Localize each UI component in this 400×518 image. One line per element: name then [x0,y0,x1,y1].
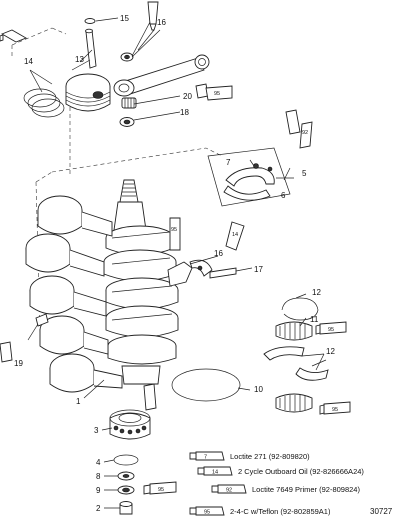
legend-text-loctite-7649: Loctite 7649 Primer (92-809824) [252,485,360,494]
lower-bearing-sleeve [119,501,133,515]
callout-19: 19 [14,359,23,368]
needle-bearing-upper [275,321,313,341]
tube-right-bearing-lower: 95 [319,401,351,415]
tube-label-95-lower: 95 [158,487,164,493]
legend-code-95: 95 [204,510,210,516]
tube-pair-right: 92 [285,109,313,149]
legend-item-2-cycle-oil: 14 2 Cycle Outboard Oil (92-826666A24) [197,466,364,476]
legend-item-loctite-7649: 92 Loctite 7649 Primer (92-809824) [211,484,360,494]
needle-bearing-small [121,97,137,109]
piston-top [65,73,111,112]
piston-engine-2 [25,233,105,277]
callout-2: 2 [96,504,101,513]
callout-20: 20 [183,92,192,101]
lower-seal [117,485,135,495]
legend: 7 Loctite 271 (92-809820) 14 2 Cycle Out… [189,451,364,516]
tube-center-right: 14 [225,221,245,251]
legend-code-92: 92 [226,488,232,494]
tube-label-95-right-upper: 95 [328,327,334,333]
tube-label-95-top: 95 [214,91,220,97]
piston-engine-5 [49,353,123,393]
seal-ring-large [171,368,241,402]
callout-18: 18 [180,108,189,117]
tube-label-95-center: 95 [171,227,177,233]
tube-label-92: 92 [302,130,308,136]
legend-code-14: 14 [212,470,218,476]
callout-16-center: 16 [214,249,223,258]
connecting-rod-cap [167,259,237,287]
legend-item-2-4-c-teflon: 95 2-4-C w/Teflon (92-802859A1) [189,506,331,516]
tube-lower-seal: 95 [143,481,177,495]
bearing-cage-box [207,147,291,207]
legend-text-2-cycle-oil: 2 Cycle Outboard Oil (92-826666A24) [238,467,364,476]
tube-right-upper: 95 [195,83,233,101]
callout-6: 6 [281,191,286,200]
needle-bearing-lower [275,393,313,413]
bearing-race-halves [263,346,329,381]
callout-8: 8 [96,472,101,481]
wrist-pin [85,28,97,69]
legend-item-loctite-271: 7 Loctite 271 (92-809820) [189,451,310,461]
tube-center: 95 [169,217,181,251]
legend-text-loctite-271: Loctite 271 (92-809820) [230,452,310,461]
piston-engine-4 [39,315,109,355]
callout-15: 15 [120,14,129,23]
piston-engine-1 [37,195,113,237]
callout-4: 4 [96,458,101,467]
leader-lines [27,17,325,509]
retaining-ring [281,297,319,321]
tube-right-bearing-upper: 95 [315,321,347,335]
callout-12-lower: 12 [326,347,335,356]
dashed-boundary-top [11,27,67,58]
legend-text-2-4-c-teflon: 2-4-C w/Teflon (92-802859A1) [230,507,331,516]
callout-16-top: 16 [157,18,166,27]
callout-5: 5 [302,169,307,178]
callout-1: 1 [76,397,81,406]
callout-14-top: 14 [24,57,33,66]
callout-3: 3 [94,426,99,435]
tube-label-14-center: 14 [232,232,238,238]
snap-ring [113,454,139,466]
wrist-pin-retainer [84,18,96,24]
piston-rings [23,88,65,118]
callout-10: 10 [254,385,263,394]
crankshaft [103,179,179,385]
dashed-boundary-engine [35,147,223,331]
callout-17: 17 [254,265,263,274]
diagram-reference-number: 30727 [370,507,393,516]
callout-7: 7 [226,158,231,167]
tube-label-95-right-lower: 95 [332,407,338,413]
main-ball-bearing [109,409,151,440]
tube-bearing [143,383,157,411]
connecting-rod-washer-top [120,52,134,62]
callout-12-top: 12 [312,288,321,297]
tube-left-lower [0,341,13,363]
piston-engine-3 [29,275,107,317]
callout-11: 11 [310,315,319,324]
legend-code-7: 7 [204,455,207,461]
connecting-rod [113,54,210,97]
callout-13: 13 [75,55,84,64]
thrust-washer [119,117,135,127]
washer-lower [117,471,135,481]
locating-pin-left [35,313,49,327]
tube-top-left [0,29,28,43]
callout-9: 9 [96,486,101,495]
